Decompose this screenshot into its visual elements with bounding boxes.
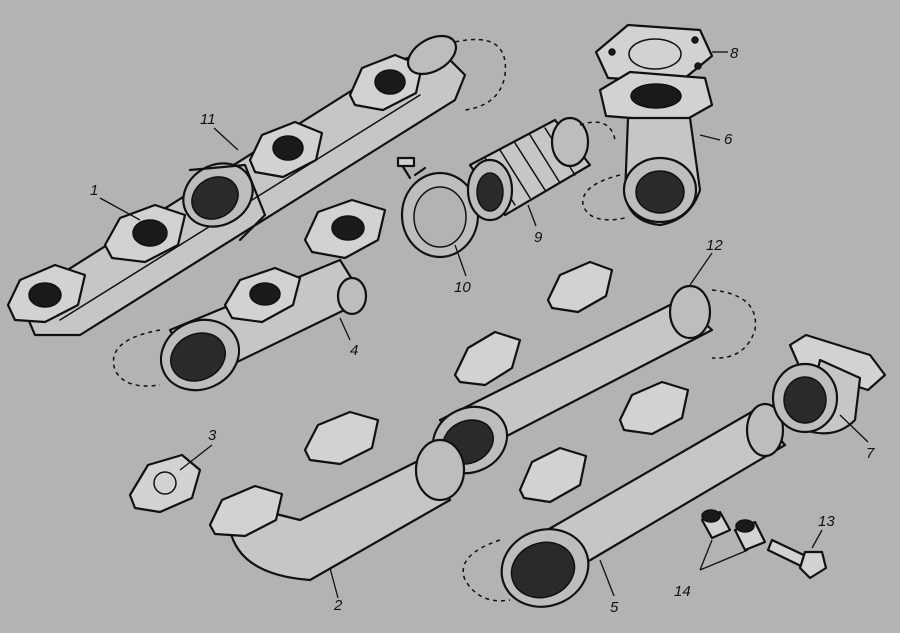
callout-10: 10 xyxy=(454,279,471,296)
part-6-elbow xyxy=(582,70,714,227)
callout-1: 1 xyxy=(90,182,98,199)
part-3-gasket xyxy=(128,453,202,514)
part-14-bushings xyxy=(700,509,767,552)
part-2-manifold xyxy=(208,410,466,582)
part-8-gasket xyxy=(594,23,714,84)
part-11-ring xyxy=(182,162,267,242)
callout-8: 8 xyxy=(730,45,739,62)
callout-5: 5 xyxy=(610,599,619,616)
part-5-manifold xyxy=(462,380,787,608)
callout-4: 4 xyxy=(350,342,358,359)
leader-lines xyxy=(99,51,869,599)
callout-2: 2 xyxy=(333,597,343,614)
part-13-bolt xyxy=(766,538,828,580)
callout-labels: 1 2 3 4 5 6 7 8 9 10 11 12 13 14 xyxy=(90,45,875,616)
part-7-elbow xyxy=(771,333,887,435)
callout-11: 11 xyxy=(200,111,216,128)
callout-12: 12 xyxy=(706,237,723,254)
callout-14: 14 xyxy=(674,583,691,600)
callout-13: 13 xyxy=(818,513,835,530)
part-9-bellows xyxy=(466,116,616,222)
part-4-manifold xyxy=(112,198,387,392)
callout-7: 7 xyxy=(866,445,875,462)
part-10-clamp xyxy=(396,156,480,259)
callout-6: 6 xyxy=(724,131,733,148)
callout-9: 9 xyxy=(534,229,543,246)
callout-3: 3 xyxy=(208,427,217,444)
